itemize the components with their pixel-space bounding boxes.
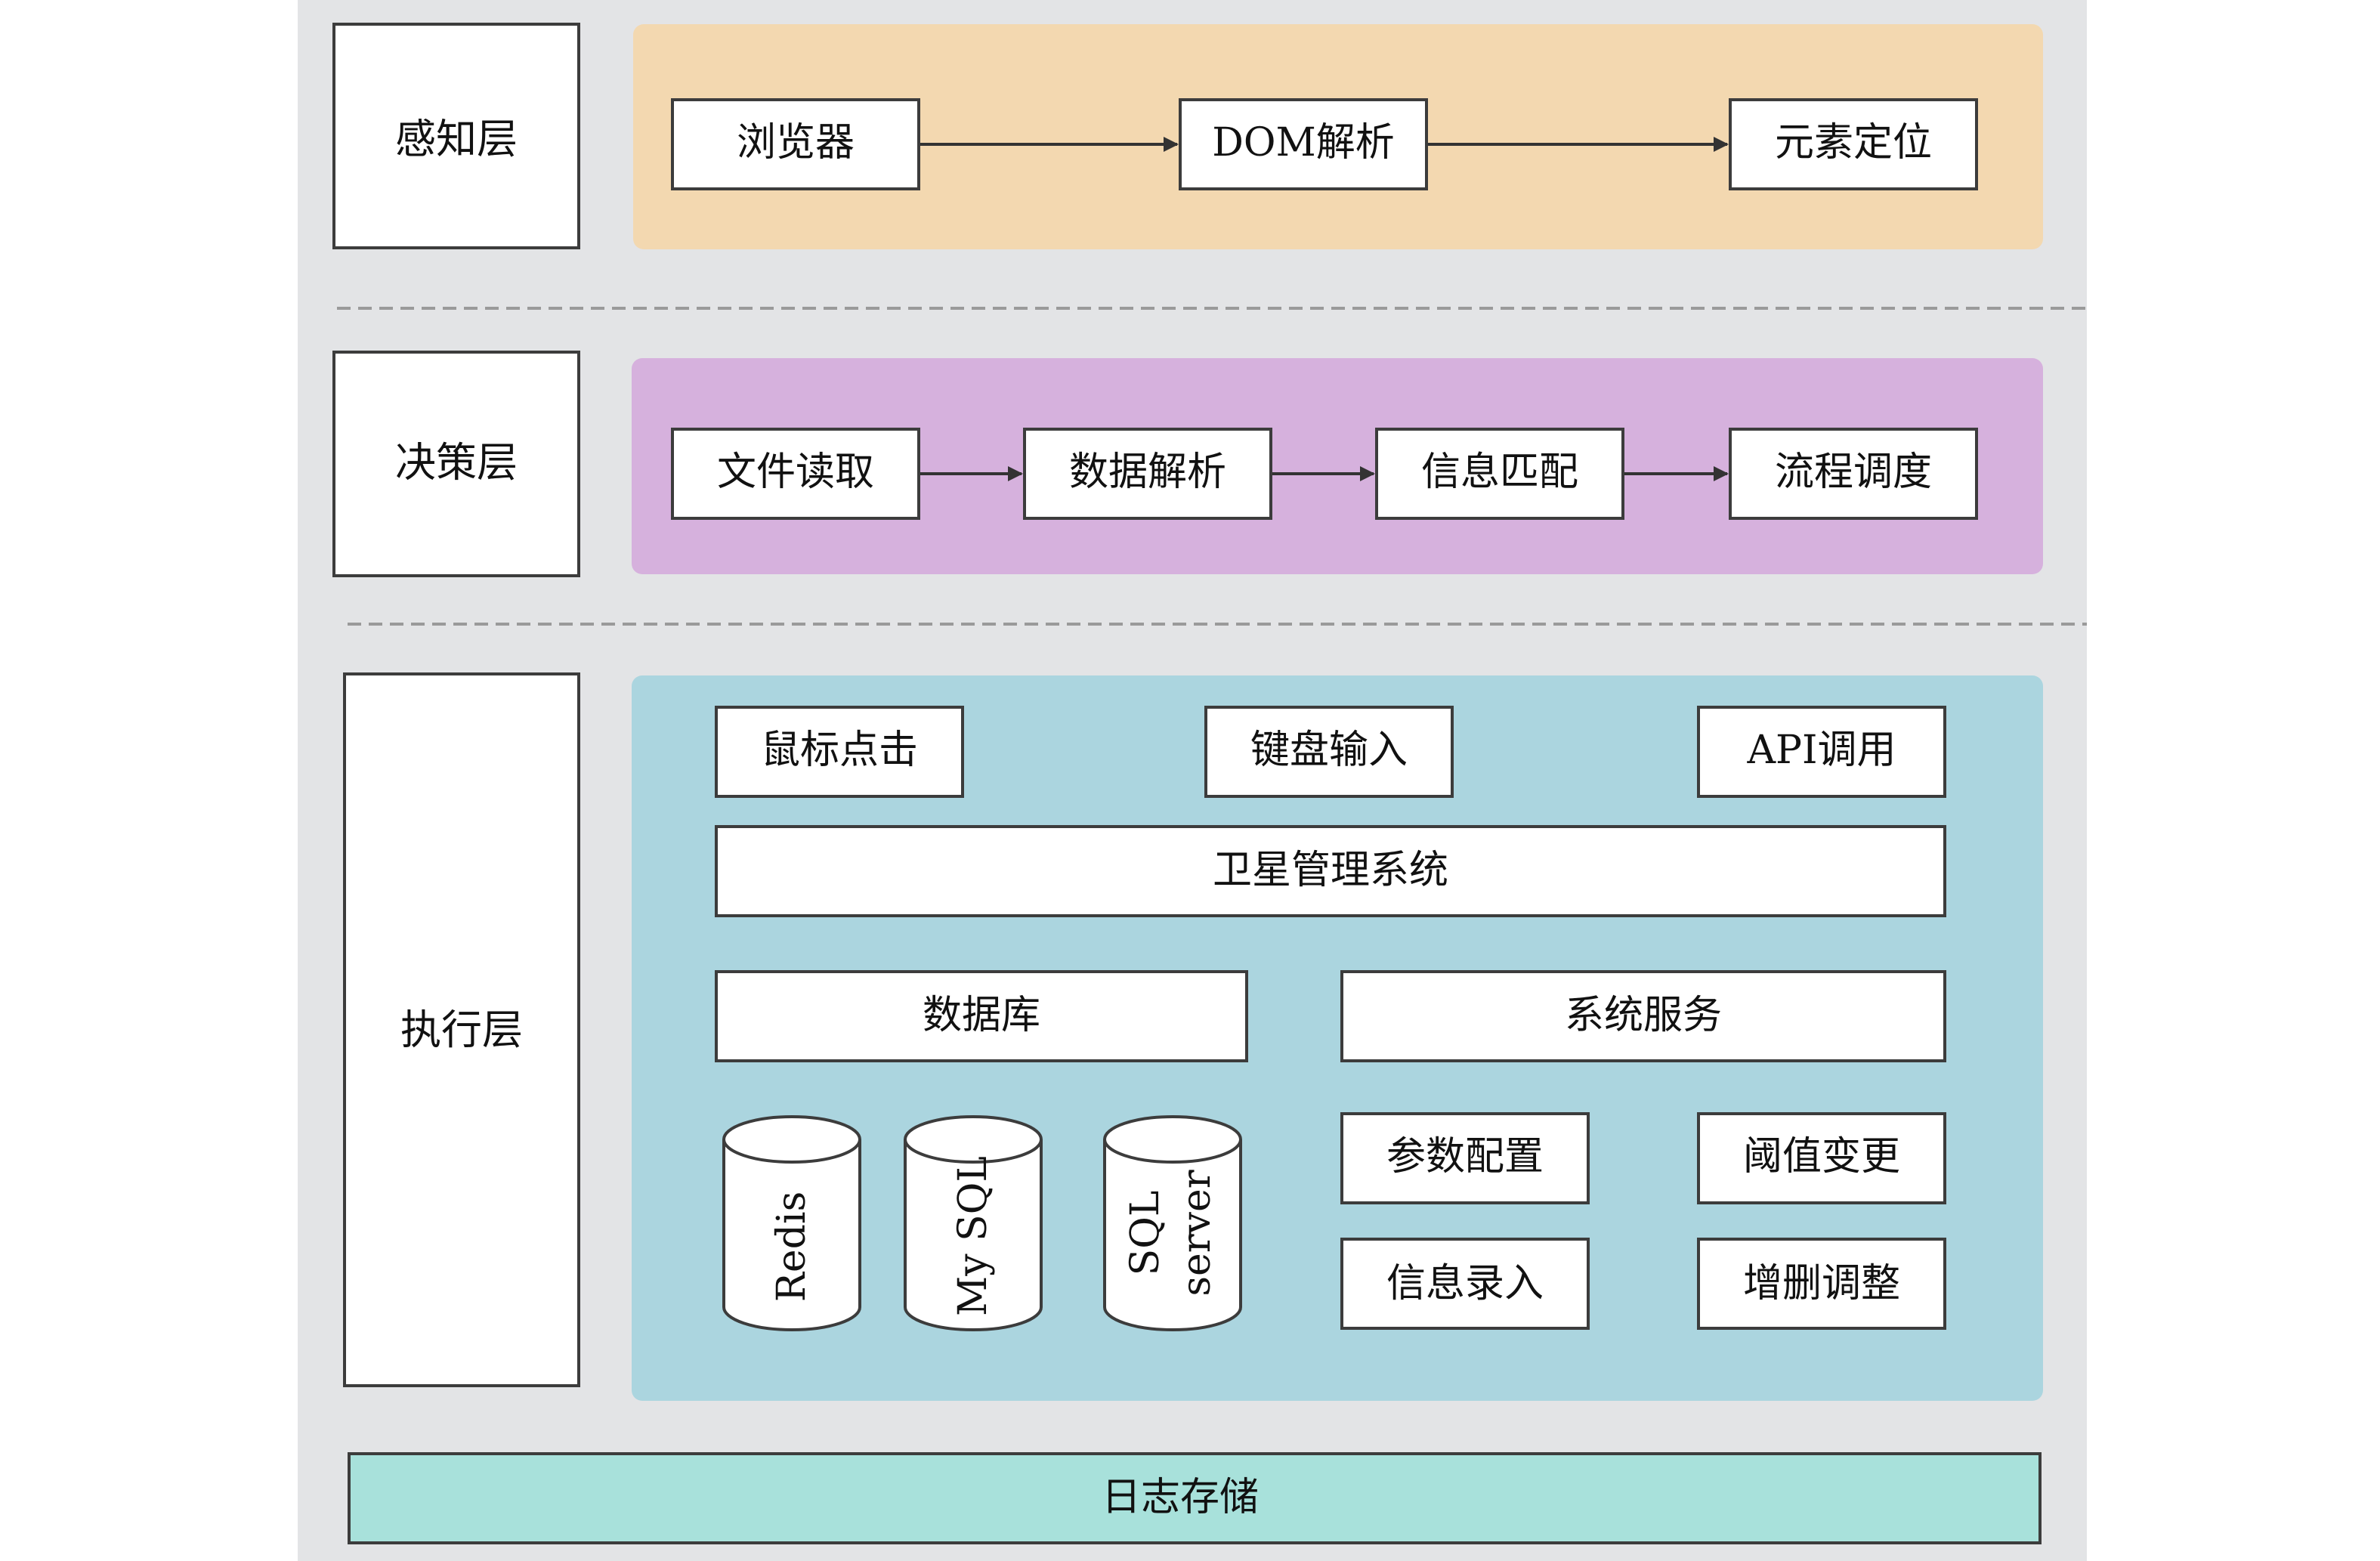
execution-layer: 执行层 鼠标点击 键盘输入 API调用 卫星管理系统 数据库 系统服务 <box>343 672 2043 1401</box>
execution-layer-box <box>343 672 580 1387</box>
service-label: 信息录入 <box>1386 1261 1544 1306</box>
satellite-management-system: 卫星管理系统 <box>715 825 1946 917</box>
system-services-box: 系统服务 <box>1340 970 1946 1062</box>
service-label: 增删调整 <box>1743 1261 1900 1306</box>
input-keyboard: 键盘输入 <box>1204 706 1454 798</box>
service-param-config: 参数配置 <box>1340 1112 1590 1204</box>
input-api-call: API调用 <box>1697 706 1946 798</box>
system-label: 卫星管理系统 <box>1213 848 1448 893</box>
log-storage-bar: 日志存储 <box>348 1452 2042 1544</box>
service-info-entry: 信息录入 <box>1340 1238 1590 1330</box>
cylinder-label: SQL <box>1123 1191 1168 1276</box>
decision-step-file-read: 文件读取 <box>671 428 920 520</box>
decision-layer-box <box>332 351 580 577</box>
decision-step-label: 流程调度 <box>1775 450 1932 495</box>
database-label: 数据库 <box>923 993 1040 1038</box>
database-box: 数据库 <box>715 970 1248 1062</box>
input-label: 键盘输入 <box>1250 728 1408 773</box>
decision-layer-label: 决策层 <box>395 439 518 487</box>
input-mouse-click: 鼠标点击 <box>715 706 964 798</box>
service-label: 参数配置 <box>1386 1134 1544 1179</box>
service-label: 阈值变更 <box>1743 1134 1900 1179</box>
perception-step-browser: 浏览器 <box>671 98 920 190</box>
decision-step-label: 信息匹配 <box>1421 450 1578 495</box>
service-threshold-change: 阈值变更 <box>1697 1112 1946 1204</box>
decision-step-data-parse: 数据解析 <box>1023 428 1272 520</box>
database-cylinder-redis: Redis <box>722 1115 861 1331</box>
perception-step-label: 元素定位 <box>1775 120 1932 165</box>
decision-step-info-match: 信息匹配 <box>1375 428 1624 520</box>
database-cylinder-mysql: My SQL <box>904 1115 1043 1331</box>
perception-step-label: 浏览器 <box>737 120 855 165</box>
input-label: API调用 <box>1746 728 1896 773</box>
decision-step-flow-schedule: 流程调度 <box>1729 428 1978 520</box>
perception-step-dom-parse: DOM解析 <box>1179 98 1428 190</box>
perception-layer-label: 感知层 <box>395 116 518 163</box>
input-label: 鼠标点击 <box>761 728 918 773</box>
execution-layer-label: 执行层 <box>400 1006 523 1054</box>
decision-panel <box>632 358 2043 574</box>
log-storage-label: 日志存储 <box>1102 1475 1259 1520</box>
services-label: 系统服务 <box>1565 993 1722 1038</box>
perception-step-element-locate: 元素定位 <box>1729 98 1978 190</box>
perception-layer-box <box>332 23 580 249</box>
cylinder-label: server <box>1174 1170 1219 1296</box>
cylinder-label: Redis <box>769 1192 814 1303</box>
database-cylinder-sqlserver: SQL server <box>1103 1115 1242 1331</box>
perception-step-label: DOM解析 <box>1212 120 1395 165</box>
decision-layer: 决策层 文件读取 数据解析 信息匹配 流程调度 <box>332 351 2043 577</box>
cylinder-label: My SQL <box>950 1156 996 1316</box>
perception-layer: 感知层 浏览器 DOM解析 元素定位 <box>332 23 2043 249</box>
decision-step-label: 数据解析 <box>1069 450 1226 495</box>
decision-step-label: 文件读取 <box>717 450 874 495</box>
service-add-delete-adjust: 增删调整 <box>1697 1238 1946 1330</box>
